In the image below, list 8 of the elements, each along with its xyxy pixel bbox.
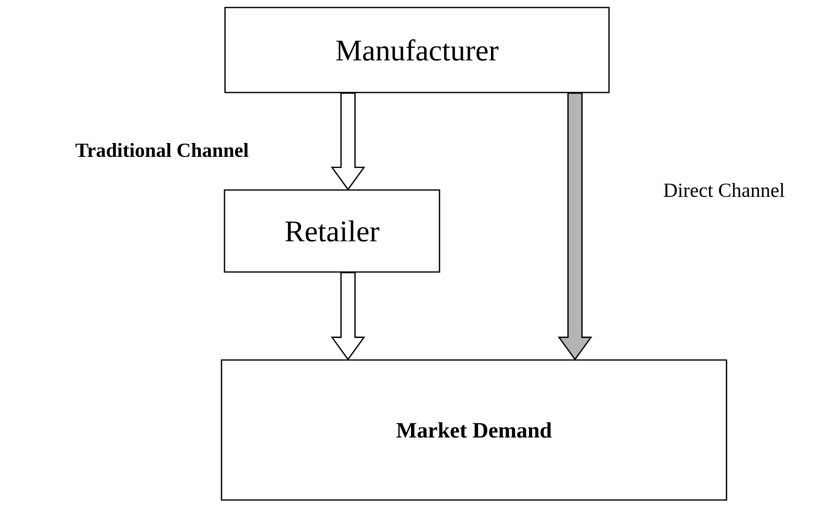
arrow — [330, 92, 366, 190]
process-box: Market Demand — [220, 359, 728, 501]
edge-label: Traditional Channel — [76, 142, 248, 158]
arrow — [558, 92, 592, 360]
process-box: Retailer — [224, 189, 440, 273]
arrow — [330, 272, 366, 360]
process-box: Manufacturer — [224, 6, 610, 94]
edge-label: Direct Channel — [664, 182, 784, 198]
